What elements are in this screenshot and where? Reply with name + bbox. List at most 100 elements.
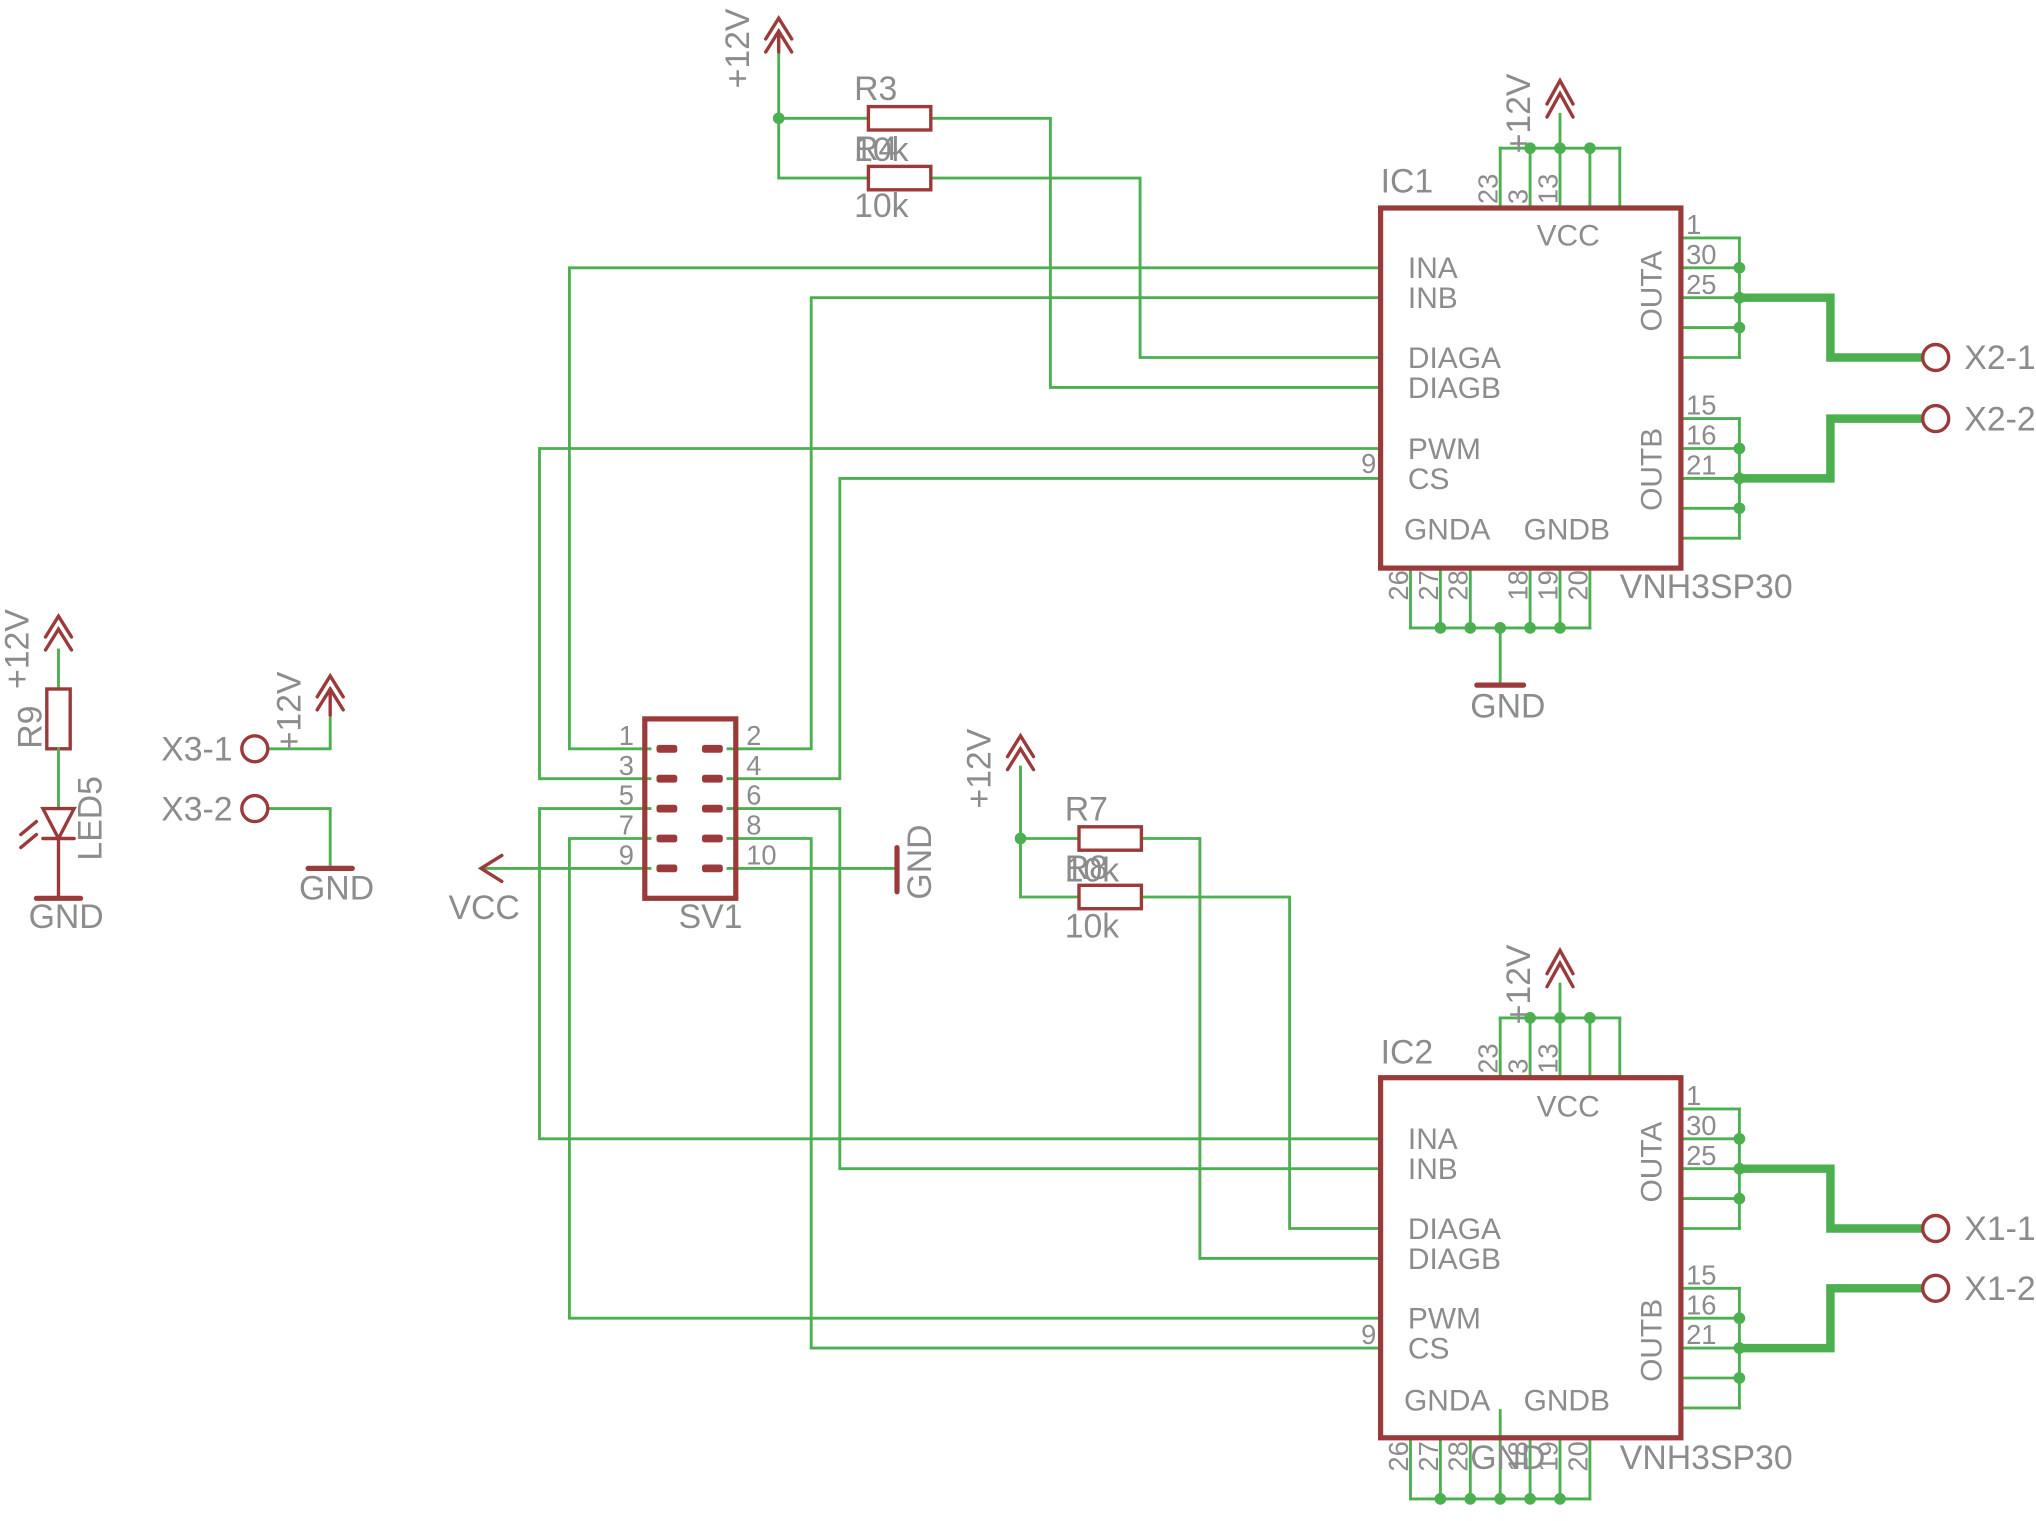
- resistor-name: R4: [854, 130, 897, 168]
- pin-num: 15: [1686, 390, 1716, 421]
- pin-num: 30: [1686, 239, 1716, 270]
- output-buses: [1735, 293, 1925, 1353]
- pin-num: 16: [1686, 420, 1716, 451]
- connector-x3-1: X3-1: [161, 731, 270, 769]
- pin-num: 28: [1443, 570, 1474, 600]
- connector-x2-1: X2-1: [1921, 339, 2036, 377]
- pin-gndb: GNDB: [1524, 1385, 1610, 1418]
- pin-diagb: DIAGB: [1408, 1243, 1501, 1276]
- gnd-label: GND: [29, 898, 104, 936]
- gnd-label: GND: [1470, 1439, 1545, 1477]
- header-pin: 3: [619, 750, 634, 781]
- connector-x1-1: X1-1: [1921, 1210, 2036, 1248]
- pin-num: 1: [1686, 1080, 1701, 1111]
- gnd-x3: GND: [299, 865, 374, 908]
- pin-outa: OUTA: [1635, 251, 1668, 332]
- gnd-label: GND: [1470, 688, 1545, 726]
- pin-gnda: GNDA: [1404, 1385, 1490, 1418]
- supply-12v-ic1: +12V: [1500, 73, 1575, 153]
- ic-part: VNH3SP30: [1620, 1439, 1793, 1477]
- pin-num: 16: [1686, 1289, 1716, 1320]
- pin-gndb: GNDB: [1524, 514, 1610, 547]
- connector-x1-2: X1-2: [1921, 1270, 2036, 1308]
- supply-label: +12V: [0, 609, 37, 689]
- junctions: [772, 112, 1746, 1505]
- pin-num: 15: [1686, 1259, 1716, 1290]
- ic2: IC2 VNH3SP30 VCC INA INB DIAGA DIAGB PWM…: [1361, 1033, 1793, 1477]
- resistor-r4: R4 10k: [854, 130, 933, 225]
- resistor-name: R7: [1065, 790, 1108, 828]
- supply-label: +12V: [961, 728, 999, 808]
- wires: [57, 50, 1741, 1501]
- gnd-label: GND: [299, 870, 374, 908]
- header-pin: 10: [746, 839, 776, 870]
- pin-pwm: PWM: [1408, 1303, 1481, 1336]
- pin-vcc: VCC: [1537, 220, 1600, 253]
- header-name: SV1: [679, 898, 743, 936]
- resistor-name: R9: [12, 706, 50, 749]
- gnd-label: GND: [901, 824, 939, 899]
- supply-12v-ic2: +12V: [1500, 944, 1575, 1024]
- header-pin: 7: [619, 810, 634, 841]
- pin-cs: CS: [1408, 1333, 1450, 1366]
- pin-num: 20: [1562, 570, 1593, 600]
- pin-pwm: PWM: [1408, 433, 1481, 466]
- connector-x3-2: X3-2: [161, 790, 270, 828]
- resistor-name: R3: [854, 70, 897, 108]
- connector-label: X1-1: [1964, 1210, 2035, 1248]
- pin-num: 28: [1443, 1441, 1474, 1471]
- pin-num: 18: [1503, 570, 1534, 600]
- pin-ina: INA: [1408, 1123, 1458, 1156]
- pin-num: 23: [1473, 174, 1504, 204]
- pin-cs: CS: [1408, 463, 1450, 496]
- supply-12v-x3: +12V: [270, 671, 345, 751]
- pin-diaga: DIAGA: [1408, 342, 1501, 375]
- pin-num: 26: [1383, 1441, 1414, 1471]
- led-name: LED5: [71, 776, 109, 861]
- supply-12v-top: +12V: [719, 8, 794, 88]
- pin-diagb: DIAGB: [1408, 372, 1501, 405]
- pin-outb: OUTB: [1635, 1299, 1668, 1382]
- pin-gnda: GNDA: [1404, 514, 1490, 547]
- pin-num: 3: [1503, 189, 1534, 204]
- pin-num: 9: [1361, 448, 1376, 479]
- gnd-ic2: GND: [1470, 1439, 1545, 1477]
- supply-label: +12V: [719, 8, 757, 88]
- pin-num: 9: [1361, 1319, 1376, 1350]
- pin-num: 1: [1686, 209, 1701, 240]
- supply-label: +12V: [1500, 944, 1538, 1024]
- ic-part: VNH3SP30: [1620, 568, 1793, 606]
- pin-num: 19: [1532, 1441, 1563, 1471]
- supply-label: +12V: [270, 671, 308, 751]
- pin-num: 30: [1686, 1110, 1716, 1141]
- pin-num: 21: [1686, 449, 1716, 480]
- header-pin: 4: [746, 750, 761, 781]
- pin-vcc: VCC: [1537, 1091, 1600, 1124]
- pin-num: 13: [1532, 1043, 1563, 1073]
- resistor-value: 10k: [1065, 907, 1120, 945]
- header-pin: 9: [619, 839, 634, 870]
- resistor-value: 10k: [1065, 851, 1120, 889]
- header-pin: 2: [746, 720, 761, 751]
- gnd-led: GND: [29, 895, 104, 936]
- pin-num: 13: [1532, 174, 1563, 204]
- connector-label: X3-2: [161, 790, 232, 828]
- pin-num: 18: [1503, 1441, 1534, 1471]
- pin-num: 21: [1686, 1319, 1716, 1350]
- pin-num: 20: [1562, 1441, 1593, 1471]
- pin-ina: INA: [1408, 252, 1458, 285]
- pin-inb: INB: [1408, 1153, 1458, 1186]
- pin-num: 25: [1686, 269, 1716, 300]
- resistor-value: 10k: [854, 187, 909, 225]
- resistor-r8: R8 10k: [1065, 849, 1144, 945]
- header-pin: 1: [619, 720, 634, 751]
- gnd-ic1: GND: [1470, 682, 1545, 726]
- header-pin: 8: [746, 810, 761, 841]
- pin-num: 25: [1686, 1140, 1716, 1171]
- vcc-label: VCC: [448, 889, 519, 927]
- pin-outb: OUTB: [1635, 428, 1668, 511]
- ic-name: IC2: [1381, 1033, 1434, 1071]
- connector-label: X1-2: [1964, 1270, 2035, 1308]
- header-pin: 5: [619, 780, 634, 811]
- pin-diaga: DIAGA: [1408, 1213, 1501, 1246]
